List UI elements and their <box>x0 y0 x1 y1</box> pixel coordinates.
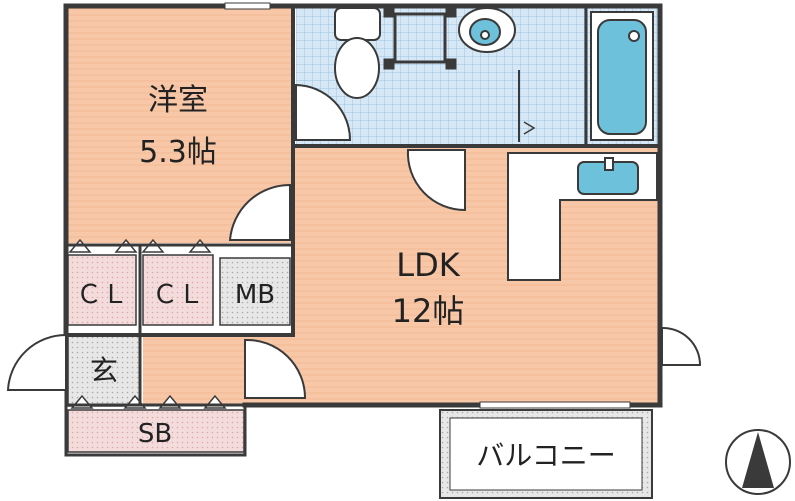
closet-2-label: ＣＬ <box>152 280 204 310</box>
sliding-door-mark <box>523 121 536 135</box>
entrance-label: 玄 <box>90 354 118 387</box>
washbasin-icon <box>458 7 516 53</box>
washing-machine-icon <box>383 6 457 70</box>
walls <box>63 3 663 457</box>
western-room-name: 洋室 <box>148 83 208 118</box>
bathtub-icon <box>590 11 654 141</box>
meter-box <box>219 257 291 326</box>
balcony-label: バルコニー <box>476 439 615 472</box>
entrance <box>67 335 141 407</box>
ldk-name: LDK <box>396 246 460 284</box>
door-swings <box>6 83 702 399</box>
closet-1-label: ＣＬ <box>76 280 128 310</box>
western-room-size: 5.3帖 <box>139 135 217 170</box>
ldk-window <box>479 401 631 409</box>
shoe-box-label: SB <box>138 419 172 449</box>
north-arrow-icon <box>725 429 791 495</box>
toilet-icon <box>334 7 381 99</box>
kitchen-sink-icon <box>577 157 639 195</box>
entrance-floor <box>143 335 245 405</box>
top-window <box>224 2 271 10</box>
closet-1 <box>67 254 137 326</box>
meter-box-label: MB <box>235 280 275 310</box>
balcony-inner <box>449 417 643 491</box>
closet-2 <box>142 254 214 326</box>
ldk-size: 12帖 <box>392 292 465 330</box>
